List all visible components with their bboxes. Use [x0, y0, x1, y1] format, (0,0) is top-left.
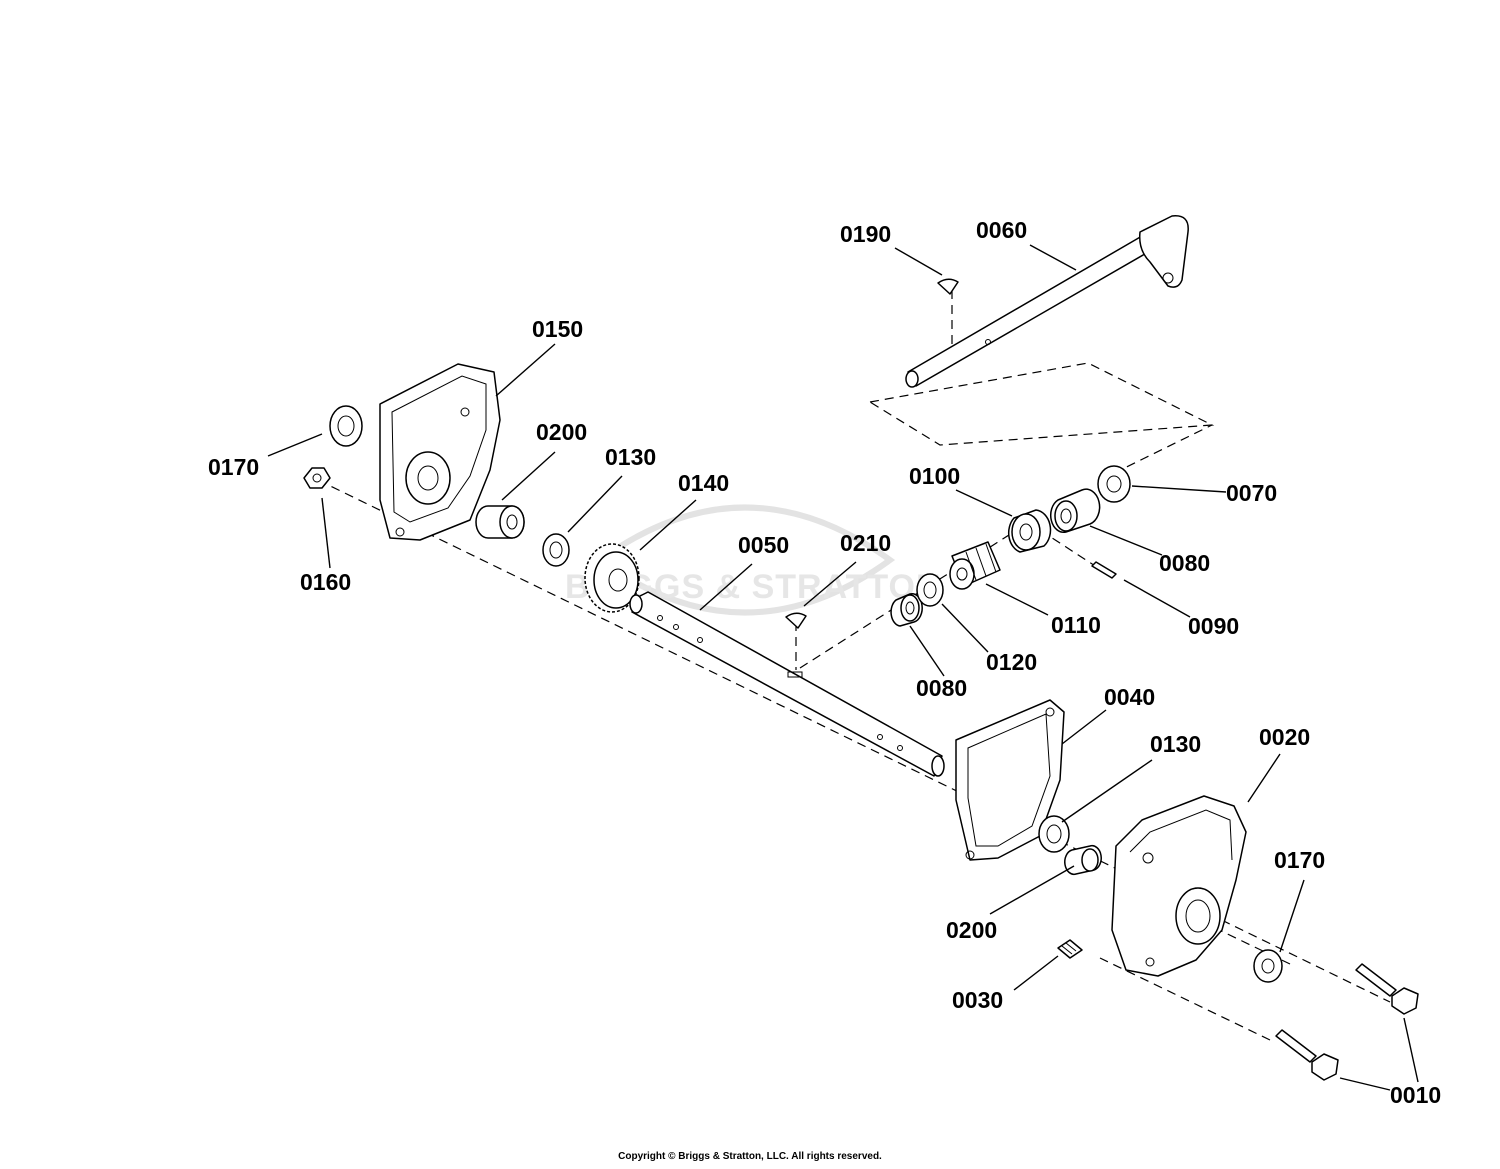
- part-0200-bushing-left: [475, 505, 525, 539]
- callout-0050: 0050: [738, 532, 789, 558]
- callout-labels: 0190 0060 0150 0200 0130 0140 0170 0160 …: [208, 217, 1441, 1108]
- callout-0110: 0110: [1051, 612, 1101, 638]
- callout-0090: 0090: [1188, 613, 1239, 639]
- callout-0150: 0150: [532, 316, 583, 342]
- part-0120-washer: [916, 573, 944, 607]
- callout-0040: 0040: [1104, 684, 1155, 710]
- part-0210-key: [785, 612, 807, 629]
- part-0160-nut: [303, 467, 331, 489]
- callout-0060: 0060: [976, 217, 1027, 243]
- part-0010-bolt-lower: [1275, 1029, 1339, 1081]
- part-0020-housing: [1111, 795, 1247, 977]
- part-0150-housing: [379, 363, 501, 541]
- part-0190-key: [937, 278, 959, 295]
- leader-lines: [267, 244, 1419, 1091]
- callout-0210: 0210: [840, 530, 891, 556]
- callout-0140: 0140: [678, 470, 729, 496]
- callout-0130-left: 0130: [605, 444, 656, 470]
- callout-0080-upper: 0080: [1159, 550, 1210, 576]
- callout-0100: 0100: [909, 463, 960, 489]
- callout-0200-right: 0200: [946, 917, 997, 943]
- part-0100-collar: [1007, 509, 1052, 553]
- part-0050-shaft: [629, 591, 945, 777]
- callout-0130-right: 0130: [1150, 731, 1201, 757]
- part-0030-plug: [1057, 939, 1083, 959]
- callout-0170-right: 0170: [1274, 847, 1325, 873]
- callout-0160: 0160: [300, 569, 351, 595]
- callout-0200-left: 0200: [536, 419, 587, 445]
- part-0140-gear: [584, 543, 640, 613]
- part-0170-seal-right: [1253, 949, 1283, 983]
- part-0130-washer-left: [542, 533, 570, 567]
- callout-0190: 0190: [840, 221, 891, 247]
- part-0110-worm: [949, 541, 1001, 590]
- callout-0030: 0030: [952, 987, 1003, 1013]
- callout-0010: 0010: [1390, 1082, 1441, 1108]
- part-0170-seal-left: [329, 405, 363, 447]
- callout-0020: 0020: [1259, 724, 1310, 750]
- part-0080-bushing-upper: [1049, 488, 1101, 534]
- part-0090-pin: [1091, 561, 1117, 579]
- part-0010-bolt-upper: [1355, 963, 1419, 1015]
- part-0130-washer-right: [1038, 815, 1070, 853]
- part-0200-bushing-right: [1064, 844, 1102, 876]
- callout-0120: 0120: [986, 649, 1037, 675]
- part-0070-washer: [1097, 465, 1131, 503]
- callout-0080-lower: 0080: [916, 675, 967, 701]
- copyright-notice: Copyright © Briggs & Stratton, LLC. All …: [618, 1151, 882, 1162]
- part-0060-shaft: [905, 215, 1189, 388]
- callout-0070: 0070: [1226, 480, 1277, 506]
- part-0080-bushing-lower: [890, 592, 923, 627]
- callout-0170-left: 0170: [208, 454, 259, 480]
